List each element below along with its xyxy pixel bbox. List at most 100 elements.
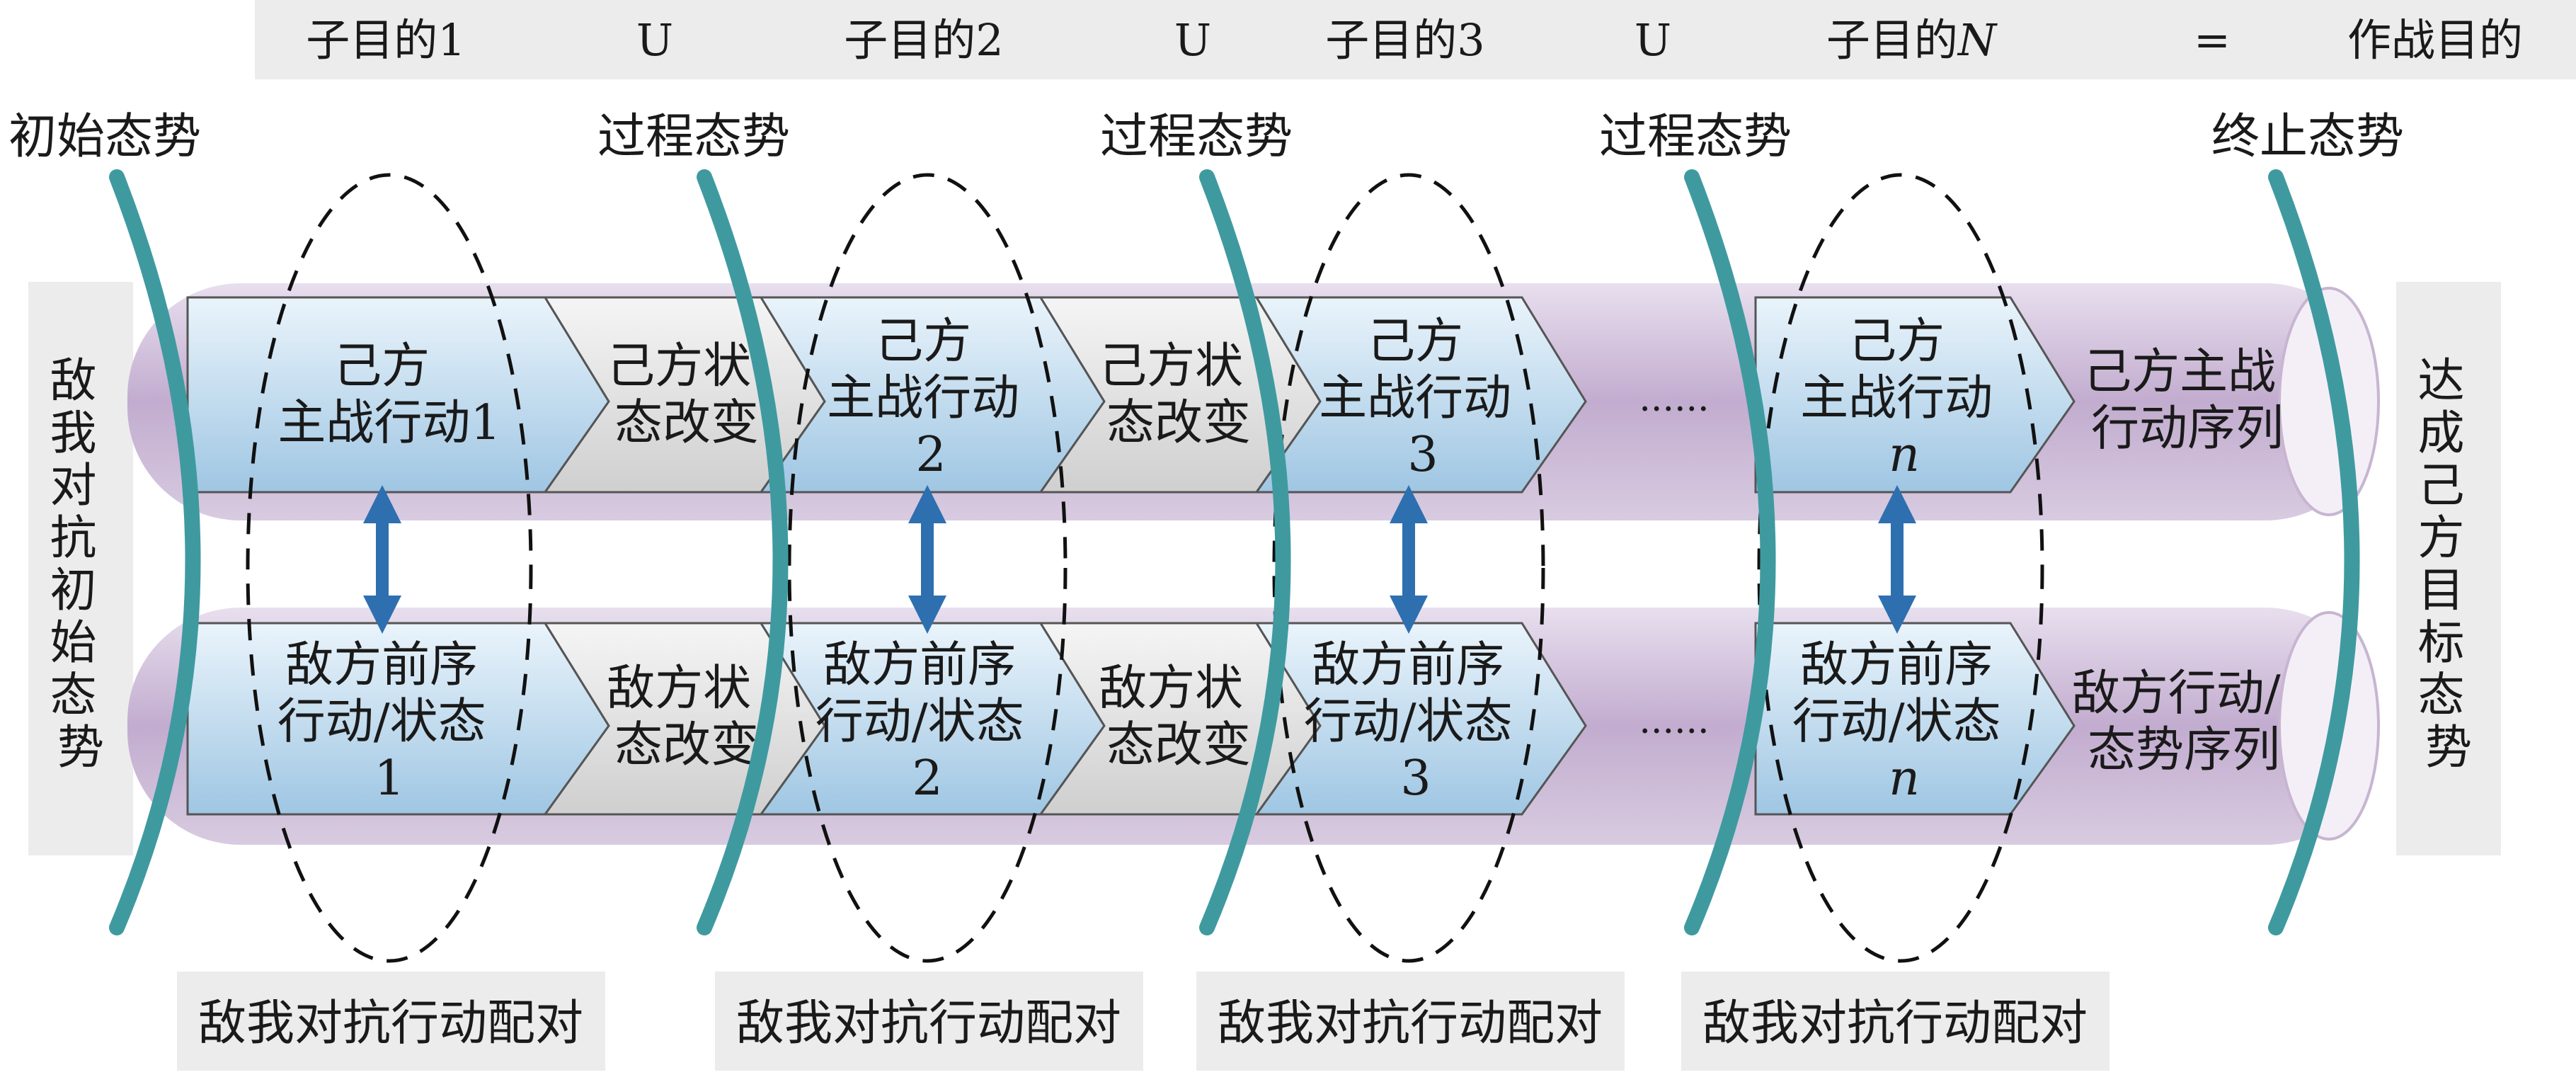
- left-label-box: [28, 282, 133, 855]
- enemy-action-n-text: 敌方前序 行动/状态 n: [1792, 637, 2017, 807]
- top-sub-goal-1: 子目的1: [306, 14, 465, 66]
- own-action-chevron-3: [1254, 296, 1587, 494]
- own-action-2-line2: 主战行动: [827, 370, 1019, 426]
- enemy-action-2-line2: 行动/状态: [815, 694, 1024, 750]
- enemy-state-change-1-line2: 态改变: [614, 717, 759, 773]
- pairing-label-box-2: [715, 972, 1143, 1071]
- enemy-state-change-2-text: 敌方状 态改变: [1099, 661, 1259, 773]
- own-state-change-2-line2: 态改变: [1106, 395, 1251, 451]
- left-label-char-4: 初: [50, 563, 97, 617]
- state-boundary-arc-initial: [109, 169, 201, 935]
- own-action-1-text: 己方 主战行动1: [277, 338, 500, 451]
- state-boundary-arc-3: [1684, 169, 1776, 935]
- enemy-action-1-line1: 敌方前序: [285, 637, 478, 693]
- top-sub-goal-n-suffix: N: [1957, 14, 1998, 66]
- own-action-2-line1: 己方: [875, 314, 971, 370]
- enemy-action-n-line2: 行动/状态: [1792, 694, 2001, 750]
- own-action-3-line2: 主战行动: [1319, 370, 1511, 426]
- state-label-process-2: 过程态势: [1100, 109, 1293, 165]
- own-state-change-1-line2: 态改变: [614, 395, 759, 451]
- enemy-action-chevron-3: [1254, 622, 1587, 816]
- right-label-box: [2396, 282, 2501, 855]
- left-label-char-1: 我: [50, 406, 97, 460]
- pairing-label-3: 敌我对抗行动配对: [1218, 996, 1603, 1052]
- enemy-state-change-2-line2: 态改变: [1106, 717, 1251, 773]
- enemy-action-2-line3: 2: [912, 751, 942, 807]
- right-label-char-5: 标: [2418, 615, 2465, 670]
- top-union-1: U: [636, 14, 673, 66]
- own-action-2-line3: 2: [915, 427, 946, 483]
- enemy-state-change-1-text: 敌方状 态改变: [607, 661, 767, 773]
- left-label-char-6: 态: [50, 668, 97, 722]
- own-action-n-line1: 己方: [1848, 314, 1945, 370]
- own-action-3-text: 己方 主战行动 3: [1319, 314, 1527, 483]
- state-boundary-arc-final: [2268, 169, 2360, 935]
- own-state-change-2-text: 己方状 态改变: [1099, 338, 1259, 451]
- left-label-char-2: 对: [50, 458, 97, 513]
- top-sub-goal-n: 子目的N: [1826, 14, 1998, 66]
- enemy-action-3-text: 敌方前序 行动/状态 3: [1304, 637, 1528, 807]
- enemy-action-1-line3: 1: [374, 751, 404, 807]
- right-label-char-1: 成: [2418, 406, 2465, 460]
- state-label-process-3: 过程态势: [1599, 109, 1792, 165]
- top-equals: =: [2194, 14, 2231, 66]
- pairing-label-box-n: [1681, 972, 2110, 1071]
- own-action-1-line2: 主战行动1: [277, 395, 500, 451]
- top-union-3: U: [1635, 14, 1671, 66]
- right-label-char-7: 势: [2425, 720, 2472, 775]
- right-label-char-6: 态: [2418, 668, 2465, 722]
- enemy-row-ellipsis: ......: [1639, 700, 1709, 742]
- enemy-state-change-2-line1: 敌方状: [1099, 661, 1243, 717]
- pairing-label-1: 敌我对抗行动配对: [198, 996, 583, 1052]
- pairing-label-n: 敌我对抗行动配对: [1702, 996, 2088, 1052]
- own-action-1-line1: 己方: [333, 338, 430, 394]
- right-label-char-2: 己: [2418, 458, 2465, 513]
- left-label-char-5: 始: [50, 615, 97, 670]
- left-label-char-3: 抗: [50, 511, 97, 565]
- enemy-action-3-line3: 3: [1400, 751, 1431, 807]
- pairing-label-box-3: [1196, 972, 1625, 1071]
- enemy-action-3-line2: 行动/状态: [1304, 694, 1513, 750]
- top-sub-goal-2: 子目的2: [844, 14, 1003, 66]
- enemy-state-change-1-line1: 敌方状: [607, 661, 751, 717]
- own-end-line1: 己方主战: [2083, 344, 2276, 400]
- pairing-ellipse-1: [246, 173, 533, 963]
- state-boundary-arc-1: [697, 169, 789, 935]
- enemy-end-line2: 态势序列: [2088, 722, 2280, 778]
- top-sub-goal-3: 子目的3: [1325, 14, 1484, 66]
- enemy-action-1-text: 敌方前序 行动/状态 1: [277, 637, 502, 807]
- right-label-char-0: 达: [2418, 353, 2465, 408]
- own-end-line2: 行动序列: [2091, 401, 2284, 457]
- own-state-change-1-line1: 己方状: [607, 338, 751, 394]
- enemy-row-end-label: 敌方行动/ 态势序列: [2072, 666, 2296, 778]
- top-combat-goal: 作战目的: [2347, 14, 2523, 66]
- left-label-char-7: 势: [57, 720, 104, 775]
- state-boundary-arc-2: [1199, 169, 1291, 935]
- state-label-process-1: 过程态势: [597, 109, 790, 165]
- own-state-change-1-text: 己方状 态改变: [607, 338, 767, 451]
- own-action-n-line3: n: [1889, 427, 1920, 483]
- own-action-n-text: 己方 主战行动 n: [1800, 314, 2008, 483]
- top-bar: [255, 0, 2576, 79]
- right-vertical-label: 达 成 己 方 目 标 态 势: [2418, 353, 2480, 775]
- state-label-final: 终止态势: [2211, 109, 2404, 165]
- enemy-action-n-line3: n: [1889, 751, 1920, 807]
- enemy-action-chevron-n: [1754, 622, 2076, 816]
- enemy-end-line1: 敌方行动/: [2072, 666, 2281, 722]
- enemy-action-n-line1: 敌方前序: [1800, 637, 1993, 693]
- enemy-action-3-line1: 敌方前序: [1312, 637, 1504, 693]
- own-row-end-label: 己方主战 行动序列: [2083, 344, 2291, 457]
- enemy-action-2-text: 敌方前序 行动/状态 2: [815, 637, 1040, 807]
- right-label-char-3: 方: [2418, 511, 2465, 565]
- own-action-3-line1: 己方: [1367, 314, 1463, 370]
- enemy-action-1-line2: 行动/状态: [277, 694, 486, 750]
- own-row-ellipsis: ......: [1639, 377, 1709, 420]
- top-union-2: U: [1174, 14, 1211, 66]
- own-state-change-2-line1: 己方状: [1099, 338, 1243, 394]
- state-label-initial: 初始态势: [8, 109, 201, 165]
- own-action-3-line3: 3: [1407, 427, 1438, 483]
- pairing-ellipse-2: [787, 173, 1067, 963]
- right-label-char-4: 目: [2418, 563, 2465, 617]
